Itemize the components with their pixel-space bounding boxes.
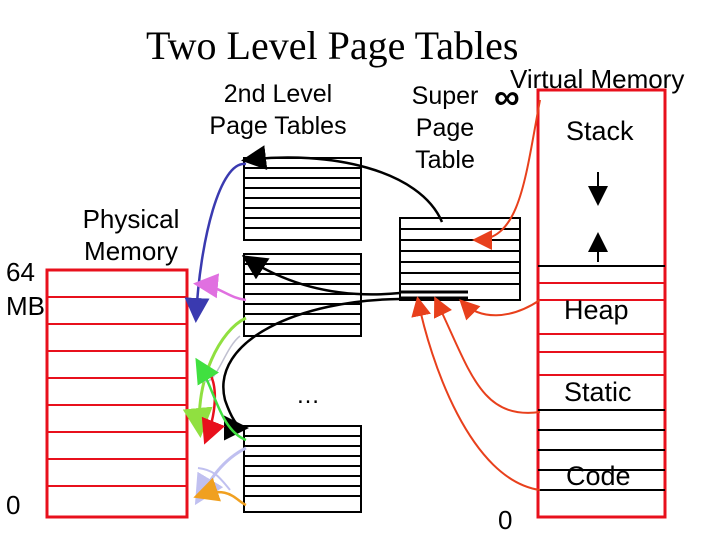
physical-memory-column [45,268,189,519]
second-level-table-1 [243,157,362,241]
region-code-label: Code [566,461,631,491]
physical-top-address-line2: MB [6,291,45,321]
region-heap-label: Heap [564,295,629,325]
pointer-static-to-super [433,296,541,414]
super-page-table-label: Super Page Table [400,80,490,176]
pointer-heap-to-super [459,299,541,321]
physical-top-address-line1: 64 [6,257,35,287]
physical-top-address: 64 MB [6,255,45,323]
physical-memory-label-line2: Memory [84,236,178,266]
super-page-label-line3: Table [415,146,475,174]
physical-bottom-address: 0 [6,490,21,520]
second-level-label-line2: Page Tables [209,112,347,140]
slide-title: Two Level Page Tables [146,23,519,68]
pointer-stack-to-super [472,99,541,250]
pointer-to-physical-lavender-2 [197,467,231,491]
pointer-to-physical-pink [193,273,247,302]
infinity-symbol: ∞ [494,76,520,117]
pointer-super-to-table2 [241,255,401,296]
pointer-code-to-super [411,296,541,491]
physical-memory-label-line1: Physical [82,204,180,234]
pointer-to-physical-orange [193,477,247,507]
virtual-memory-column [536,88,667,519]
pointer-super-to-table3 [222,297,401,441]
second-level-label-line1: 2nd Level [223,80,333,108]
second-level-label: 2nd Level Page Tables [198,78,358,142]
super-page-label-line1: Super [411,82,479,110]
second-level-table-2 [243,253,362,337]
more-tables-ellipsis: … [296,382,320,409]
region-static-label: Static [564,377,632,407]
physical-memory-label: Physical Memory [66,203,196,267]
super-page-label-line2: Page [415,114,475,142]
virtual-bottom-address: 0 [498,505,513,535]
pointer-super-to-table1 [241,145,444,223]
second-level-table-3 [243,425,362,513]
pointer-to-physical-blue [184,162,247,323]
region-stack-label: Stack [566,116,634,146]
pointer-to-physical-bright-green [195,357,247,442]
